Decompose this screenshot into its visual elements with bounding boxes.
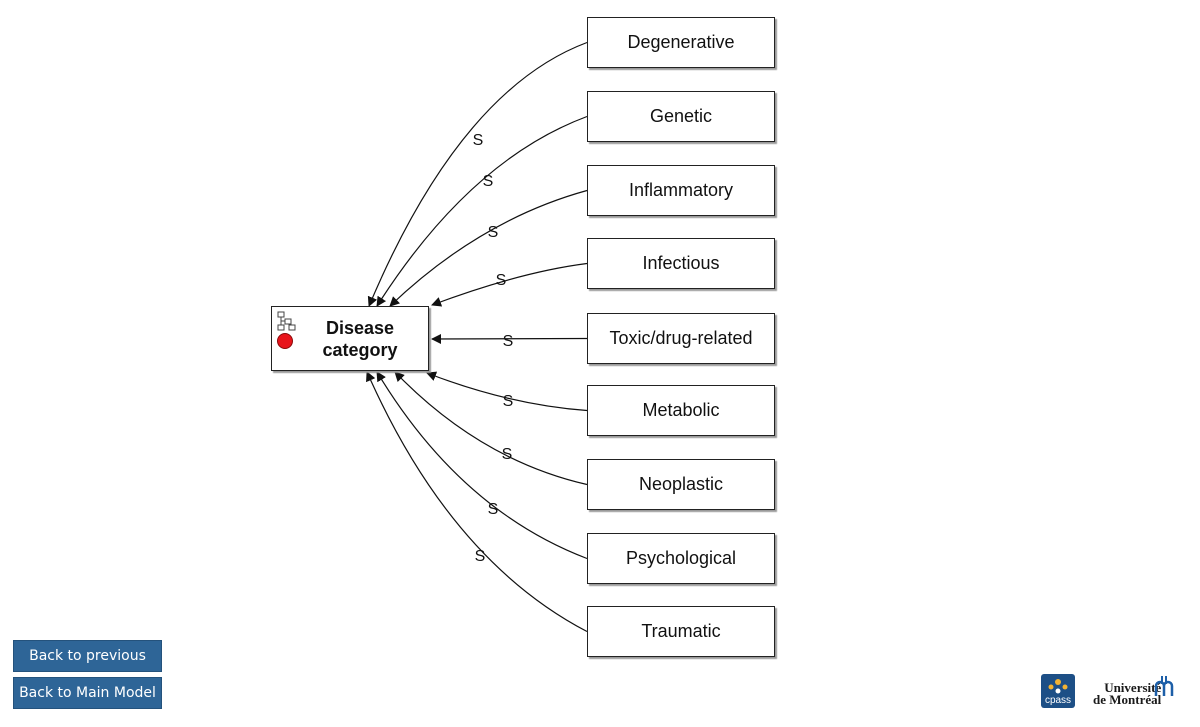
back-to-main-model-button[interactable]: Back to Main Model	[13, 677, 162, 709]
source-node-metabolic[interactable]: Metabolic	[587, 385, 775, 436]
edge-arrow	[431, 333, 588, 344]
source-node-label: Metabolic	[642, 400, 720, 420]
target-label-line1: Disease	[325, 317, 395, 338]
udem-line2: de Montréal	[1093, 692, 1162, 707]
source-node-label: Genetic	[649, 106, 713, 126]
edge-arrow	[431, 262, 588, 307]
source-node-toxic-drug-related[interactable]: Toxic/drug-related	[587, 313, 775, 364]
udem-line1: Université	[1104, 680, 1162, 695]
edge-label: S	[488, 224, 499, 241]
edge-arrow	[389, 189, 588, 307]
cpass-logo-text: cpass	[1044, 695, 1072, 706]
edge-label: S	[475, 548, 486, 565]
edge-arrow	[366, 371, 588, 633]
edge-label: S	[503, 333, 514, 350]
edge-label: S	[503, 393, 514, 410]
cpass-logo: cpass	[1041, 674, 1075, 708]
source-node-label: Psychological	[625, 548, 737, 568]
edge-arrow	[394, 371, 588, 486]
source-node-inflammatory[interactable]: Inflammatory	[587, 165, 775, 216]
source-node-label: Traumatic	[641, 621, 721, 641]
back-to-previous-button[interactable]: Back to previous	[13, 640, 162, 672]
status-dot-icon	[277, 333, 293, 349]
source-node-label: Toxic/drug-related	[609, 328, 753, 348]
target-node-disease-category[interactable]: Disease category	[271, 306, 429, 371]
edge-label: S	[483, 173, 494, 190]
udem-logo-text: Université de Montréal	[1093, 680, 1162, 707]
udem-mark-icon	[1154, 676, 1174, 696]
source-node-psychological[interactable]: Psychological	[587, 533, 775, 584]
source-node-label: Inflammatory	[628, 180, 734, 200]
source-node-label: Infectious	[642, 253, 720, 273]
network-icon	[277, 311, 296, 331]
edge-label: S	[488, 501, 499, 518]
source-node-genetic[interactable]: Genetic	[587, 91, 775, 142]
cpass-figure-icon	[1048, 679, 1068, 694]
edge-arrow	[376, 115, 588, 307]
target-label-line2: category	[322, 339, 398, 360]
source-node-traumatic[interactable]: Traumatic	[587, 606, 775, 657]
edge-arrow	[426, 371, 588, 412]
edge-arrow	[376, 371, 588, 560]
edge-label: S	[473, 132, 484, 149]
source-node-neoplastic[interactable]: Neoplastic	[587, 459, 775, 510]
target-label: Disease category	[322, 317, 397, 361]
edge-label: S	[502, 446, 513, 463]
edge-label: S	[496, 272, 507, 289]
source-node-label: Neoplastic	[638, 474, 724, 494]
source-node-infectious[interactable]: Infectious	[587, 238, 775, 289]
source-node-degenerative[interactable]: Degenerative	[587, 17, 775, 68]
source-node-label: Degenerative	[627, 32, 735, 52]
edge-arrow	[367, 41, 588, 307]
